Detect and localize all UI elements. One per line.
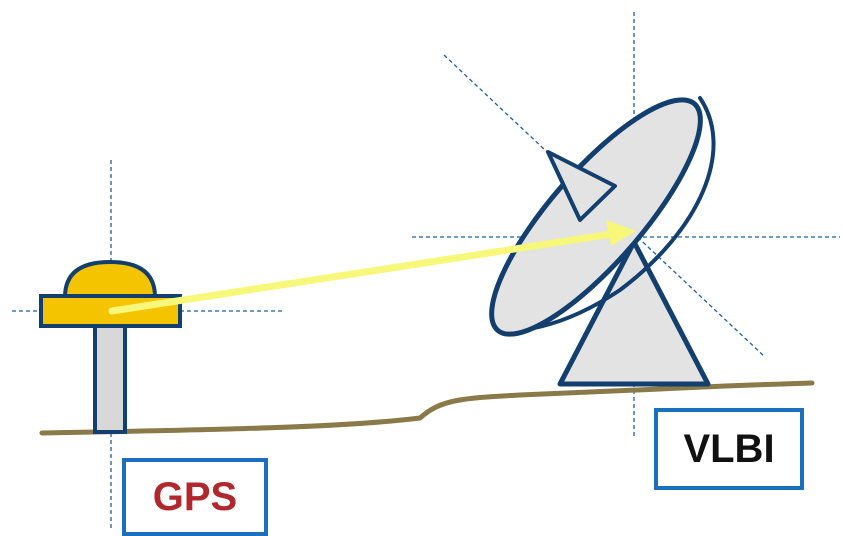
- gps-label-box: GPS: [122, 458, 268, 536]
- gps-pole: [93, 323, 127, 434]
- vlbi-label: VLBI: [683, 426, 775, 471]
- vlbi-label-box: VLBI: [654, 408, 804, 490]
- gps-label: GPS: [152, 474, 238, 519]
- telescope-pedestal: [557, 239, 711, 387]
- dish-feed-support: [546, 150, 617, 222]
- radio-telescope-icon: [489, 97, 703, 337]
- tie-vector-arrow: [108, 220, 636, 315]
- ground-line: [39, 380, 815, 436]
- gps-dome: [62, 259, 158, 299]
